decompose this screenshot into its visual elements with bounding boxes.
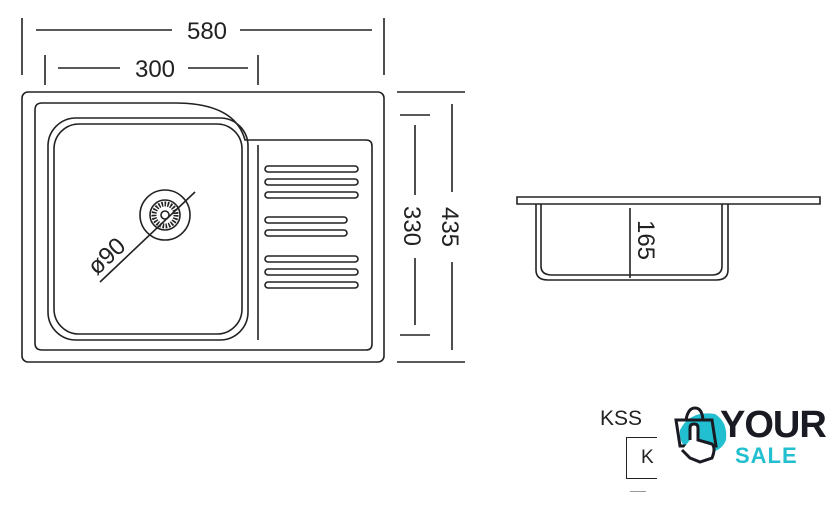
svg-text:435: 435 [436,207,463,247]
logo-word-sale: SALE [735,443,798,468]
dimension-435: 435 [397,91,465,363]
svg-text:580: 580 [187,18,227,45]
dimension-580: 580 [21,18,385,75]
dimension-300: 300 [44,55,259,85]
model-box-letter: K [641,447,654,468]
model-label: KSS [600,407,643,430]
svg-text:300: 300 [135,56,175,83]
sink-side-view: 165 [516,196,821,281]
drainboard-grooves [264,165,359,289]
divider [630,491,646,492]
model-box: K [626,437,657,479]
drain-icon [99,189,196,283]
svg-text:330: 330 [398,206,425,246]
dimension-330: 330 [398,114,430,336]
logo-word-your: YOUR [720,404,827,446]
svg-text:165: 165 [632,220,659,260]
